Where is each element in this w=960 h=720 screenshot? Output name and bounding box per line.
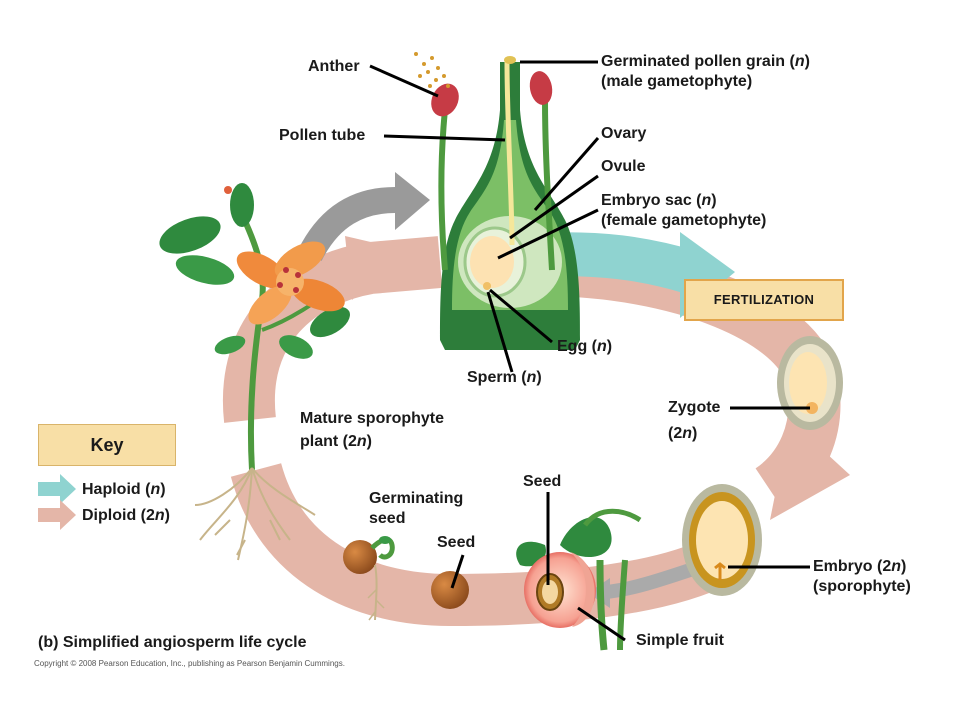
label-sperm: Sperm (n)	[467, 369, 542, 386]
label-ovary: Ovary	[601, 125, 647, 142]
ovary-cross-section	[440, 56, 580, 350]
label-male-gametophyte: (male gametophyte)	[601, 73, 753, 90]
label-germinated-pollen: Germinated pollen grain (n)	[601, 53, 810, 70]
flower	[236, 241, 345, 325]
label-embryo-sac: Embryo sac (n)	[601, 192, 717, 209]
fertilization-box: FERTILIZATION	[684, 279, 844, 321]
key-haploid-label: Haploid (n)	[82, 481, 166, 498]
label-germinating-seed: seed	[369, 510, 406, 527]
label-seed: Seed	[437, 534, 476, 551]
mature-plant	[159, 183, 350, 561]
label-mature-sporophyte: Mature sporophyte	[300, 410, 445, 427]
label-pollen-tube: Pollen tube	[279, 127, 366, 144]
figure-caption: (b) Simplified angiosperm life cycle	[38, 634, 307, 651]
key-diploid-arrow	[38, 500, 76, 530]
key-haploid-arrow	[38, 474, 76, 504]
simple-fruit	[516, 508, 642, 651]
label-simple-fruit: Simple fruit	[636, 632, 725, 649]
copyright-notice: Copyright © 2008 Pearson Education, Inc.…	[34, 659, 345, 668]
label-zygote-ploidy: (2n)	[668, 425, 698, 442]
label-embryo: Embryo (2n)	[813, 558, 907, 575]
zygote-ovule	[777, 336, 843, 430]
label-female-gametophyte: (female gametophyte)	[601, 212, 767, 229]
germinating-seed	[343, 536, 395, 621]
label-egg: Egg (n)	[557, 338, 613, 355]
label-ovule: Ovule	[601, 158, 646, 175]
label-seed-fruit: Seed	[523, 473, 562, 490]
roots	[194, 467, 316, 561]
label-sporophyte: (sporophyte)	[813, 578, 911, 595]
stamens	[431, 71, 555, 271]
leader-lines	[369, 60, 810, 642]
seed-dormant	[431, 571, 469, 609]
label-zygote: Zygote	[668, 399, 721, 416]
key-box: Key	[38, 424, 176, 466]
label-germinating: Germinating	[369, 490, 464, 507]
embryo-seed	[682, 484, 762, 596]
label-mature-ploidy: plant (2n)	[300, 433, 372, 450]
pollen-grains	[414, 52, 450, 88]
key-diploid-label: Diploid (2n)	[82, 507, 170, 524]
label-anther: Anther	[308, 58, 360, 75]
